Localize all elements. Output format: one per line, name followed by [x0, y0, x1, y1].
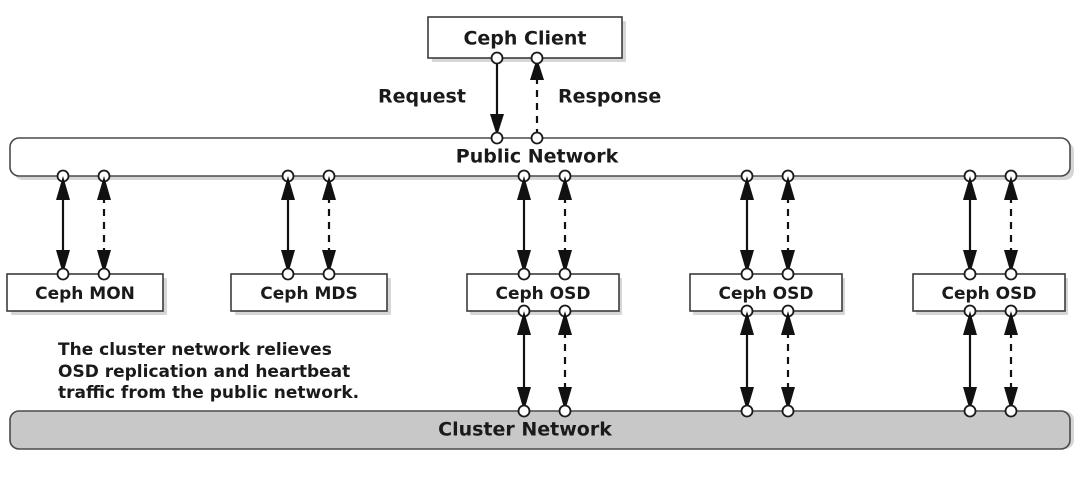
osd1-solid-arrow-head-up [517, 176, 531, 200]
caption-line-2: OSD replication and heartbeat [58, 362, 350, 382]
cluster-network-bus[interactable]: Cluster Network [9, 404, 1071, 450]
osd2-dashed-arrow-head-up [781, 176, 795, 200]
osd3-cluster-dashed-arrow-head-down [1004, 387, 1018, 411]
ceph-mds-box[interactable] [230, 273, 388, 312]
ceph-osd-1-label: Ceph OSD [495, 284, 590, 304]
osd3-cluster-arrow-head-up [963, 311, 977, 335]
cluster-network-label: Cluster Network [438, 419, 612, 441]
ceph-osd-3-label: Ceph OSD [941, 284, 1036, 304]
ceph-osd-3-box[interactable] [912, 273, 1066, 312]
osd1-solid-arrow-head-down [517, 250, 531, 274]
link-public-to-osd3 [963, 176, 1018, 274]
ceph-mds-top-port-out [281, 267, 295, 281]
request-label: Request [378, 86, 466, 108]
ceph-osd-3-node[interactable]: Ceph OSD [912, 267, 1066, 318]
ceph-mon-label: Ceph MON [35, 284, 135, 304]
mon-solid-arrow-head-up [56, 176, 70, 200]
ceph-osd-2-node[interactable]: Ceph OSD [689, 267, 843, 318]
ceph-client-port-response [530, 51, 544, 65]
ceph-mds-top-port-in [322, 267, 336, 281]
client-public-links [490, 58, 544, 136]
osd2-cluster-dashed-arrow-head-down [781, 387, 795, 411]
cluster-network-caption: The cluster network relieves OSD replica… [58, 340, 359, 403]
osd1-cluster-dashed-arrow-head-down [558, 387, 572, 411]
osd1-cluster-dashed-arrow-head-up [558, 311, 572, 335]
ceph-client-node[interactable]: Ceph Client [427, 16, 623, 65]
ceph-osd-1-node[interactable]: Ceph OSD [466, 267, 620, 318]
ceph-mon-top-port-in [97, 267, 111, 281]
ceph-osd-1-top-port-out [517, 267, 531, 281]
cluster-network-port-osd3-out [963, 404, 977, 418]
public-network-top-port-response [530, 131, 544, 145]
osd1-dashed-arrow-head-up [558, 176, 572, 200]
osd2-cluster-arrow-head-up [740, 311, 754, 335]
caption-line-1: The cluster network relieves [58, 340, 332, 360]
cluster-network-port-osd1-in [558, 404, 572, 418]
public-network-top-port-request [490, 131, 504, 145]
mds-dashed-arrow-head-up [322, 176, 336, 200]
ceph-mon-top-port-out [56, 267, 70, 281]
mds-solid-arrow-head-down [281, 250, 295, 274]
ceph-client-label: Ceph Client [463, 28, 586, 50]
caption-line-3: traffic from the public network. [58, 383, 359, 403]
osd2-cluster-arrow-head-down [740, 387, 754, 411]
ceph-mon-box[interactable] [6, 273, 164, 312]
ceph-mon-node[interactable]: Ceph MON [6, 267, 164, 312]
osd1-dashed-arrow-head-down [558, 250, 572, 274]
osd1-cluster-arrow-head-up [517, 311, 531, 335]
ceph-mds-label: Ceph MDS [260, 284, 357, 304]
ceph-client-box[interactable] [427, 16, 623, 59]
link-osd3-to-cluster [963, 311, 1018, 411]
public-network-bus[interactable]: Public Network [9, 131, 1071, 183]
link-osd1-to-cluster [517, 311, 572, 411]
cluster-network-bar[interactable] [9, 410, 1071, 450]
osd3-solid-arrow-head-down [963, 250, 977, 274]
ceph-osd-1-top-port-in [558, 267, 572, 281]
link-public-to-osd2 [740, 176, 795, 274]
response-label: Response [558, 86, 661, 108]
public-network-label: Public Network [456, 146, 619, 168]
request-arrow-head [490, 114, 504, 136]
osd2-dashed-arrow-head-down [781, 250, 795, 274]
ceph-mds-node[interactable]: Ceph MDS [230, 267, 388, 312]
cluster-network-port-osd3-in [1004, 404, 1018, 418]
ceph-osd-1-box[interactable] [466, 273, 620, 312]
cluster-network-port-osd2-out [740, 404, 754, 418]
osd2-solid-arrow-head-down [740, 250, 754, 274]
osd2-cluster-dashed-arrow-head-up [781, 311, 795, 335]
ceph-osd-3-top-port-in [1004, 267, 1018, 281]
mon-solid-arrow-head-down [56, 250, 70, 274]
ceph-client-port-request [490, 51, 504, 65]
link-public-to-osd1 [517, 176, 572, 274]
cluster-network-port-osd2-in [781, 404, 795, 418]
ceph-osd-3-top-port-out [963, 267, 977, 281]
response-arrow-head [530, 58, 544, 80]
link-osd2-to-cluster [740, 311, 795, 411]
osd3-solid-arrow-head-up [963, 176, 977, 200]
cluster-network-port-osd1-out [517, 404, 531, 418]
mds-solid-arrow-head-up [281, 176, 295, 200]
ceph-osd-2-top-port-out [740, 267, 754, 281]
mon-dashed-arrow-head-down [97, 250, 111, 274]
mds-dashed-arrow-head-down [322, 250, 336, 274]
ceph-osd-2-top-port-in [781, 267, 795, 281]
osd3-cluster-arrow-head-down [963, 387, 977, 411]
mon-dashed-arrow-head-up [97, 176, 111, 200]
osd3-dashed-arrow-head-down [1004, 250, 1018, 274]
osd2-solid-arrow-head-up [740, 176, 754, 200]
osd3-cluster-dashed-arrow-head-up [1004, 311, 1018, 335]
link-public-to-mon [56, 176, 111, 274]
osd3-dashed-arrow-head-up [1004, 176, 1018, 200]
osd1-cluster-arrow-head-down [517, 387, 531, 411]
link-public-to-mds [281, 176, 336, 274]
ceph-osd-2-box[interactable] [689, 273, 843, 312]
ceph-osd-2-label: Ceph OSD [718, 284, 813, 304]
